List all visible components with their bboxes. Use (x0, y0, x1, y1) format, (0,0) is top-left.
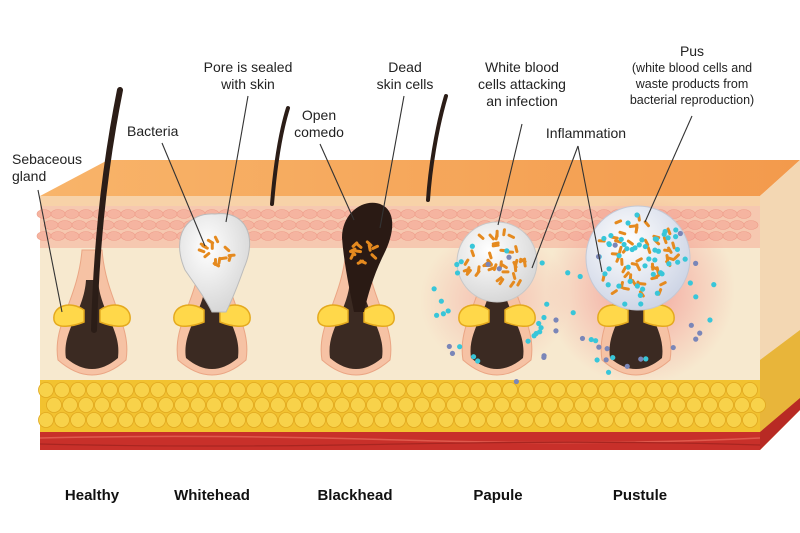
hair-blackhead-stub (270, 106, 290, 206)
pore-label-2: with skin (220, 76, 275, 92)
skin-surface (40, 160, 800, 196)
sebaceous-label-2: gland (12, 168, 46, 184)
dead-label-2: skin cells (377, 76, 434, 92)
hair-healthy (91, 87, 123, 333)
hair-papule-stub (426, 94, 448, 202)
annotations: Sebaceous gland Bacteria Pore is sealed … (12, 43, 754, 184)
sebaceous-label-1: Sebaceous (12, 151, 82, 167)
wbc-label-2: cells attacking (478, 76, 566, 92)
stage-healthy: Healthy (65, 487, 120, 504)
pus-label-3: waste products from (635, 77, 749, 91)
follicle (597, 249, 675, 376)
white-blood-cells (431, 212, 717, 385)
open-label-1: Open (302, 107, 336, 123)
wbc-label-3: an infection (486, 93, 558, 109)
pus-label-4: bacterial reproduction) (630, 93, 754, 107)
wbc-label-1: White blood (485, 59, 559, 75)
blackhead-plug (342, 202, 393, 312)
dead-label-1: Dead (388, 59, 421, 75)
pus-label-1: Pus (680, 43, 704, 59)
pus-label-2: (white blood cells and (632, 61, 752, 75)
stage-papule: Papule (473, 487, 522, 504)
follicle (458, 249, 536, 376)
stage-pustule: Pustule (613, 487, 667, 504)
pore-label-1: Pore is sealed (204, 59, 293, 75)
follicle (317, 249, 395, 376)
open-label-2: comedo (294, 124, 344, 140)
fat-globules (38, 382, 766, 428)
inflammation-label: Inflammation (546, 125, 626, 141)
stage-blackhead: Blackhead (317, 487, 392, 504)
stage-labels: Healthy Whitehead Blackhead Papule Pustu… (65, 487, 667, 504)
stage-whitehead: Whitehead (174, 487, 250, 504)
leader-lines (37, 95, 693, 313)
bacteria-label: Bacteria (127, 123, 179, 139)
